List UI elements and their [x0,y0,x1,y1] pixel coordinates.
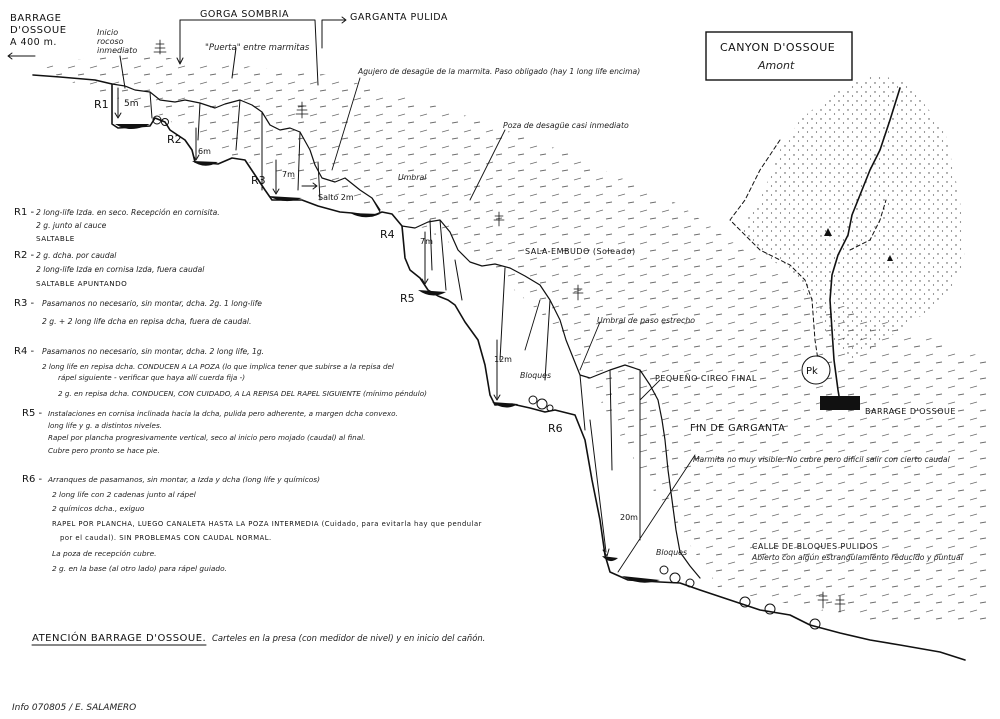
rappel-id-r4: R4 [380,228,395,241]
note-r6-line-7: 2 g. en la base (al otro lado) para rápe… [52,564,227,573]
atencion-label: ATENCIÓN BARRAGE D'OSSOUE. [32,631,206,644]
leader-lines [331,77,696,573]
pools [115,124,660,583]
agujero-annotation: Agujero de desagüe de la marmita. Paso o… [357,67,640,76]
inicio-label-2: rocoso [97,37,124,46]
barrage-label-1: BARRAGE [10,13,61,24]
note-r5-line-2: long life y g. a distintos niveles. [48,421,162,430]
note-code-r6: R6 - [22,474,42,485]
header-brackets [7,16,347,89]
fin-garganta-annotation: FIN DE GARGANTA [690,423,785,434]
note-r5-line-4: Cubre pero pronto se hace pie. [48,446,160,455]
sala-embudo-annotation: SALA-EMBUDO (Soleado) [525,247,636,256]
bloques-1-annotation: Bloques [520,371,551,380]
marmita-annotation: Marmita no muy visible. No cubre pero di… [693,455,951,464]
terrain-hatching [40,55,990,620]
note-code-r1: R1 - [14,207,34,218]
gorga-sombria-label: GORGA SOMBRIA [200,9,289,20]
umbral-annotation: Umbral [398,173,427,182]
note-r3-line-2: 2 g. + 2 long life dcha en repisa dcha, … [42,317,251,326]
barrage-map-label: BARRAGE D'OSSOUE [865,407,956,416]
tree-icons [153,39,846,613]
rappel-labels: R1 5m R2 6m R3 7m R4 7m R5 R6 12m 20m Sa… [94,98,638,522]
note-r6-line-3: 2 químicos dcha., exiguo [52,504,145,513]
rappel-notes: R1 - 2 long-life Izda. en seco. Recepció… [14,207,482,573]
note-r4-line-1: Pasamanos no necesario, sin montar, dcha… [42,347,264,356]
info-credit: Info 070805 / E. SALAMERO [12,703,136,713]
note-code-r3: R3 - [14,298,34,309]
note-r5-line-1: Instalaciones en cornisa inclinada hacia… [48,409,398,418]
rappel-id-r2: R2 [167,133,182,146]
note-code-r2: R2 - [14,250,34,261]
barrage-label-3: A 400 m. [10,37,57,48]
pequeno-circo-annotation: PEQUEÑO CIRCO FINAL [655,373,757,383]
note-r2-line-2: 2 long-life Izda en cornisa Izda, fuera … [36,265,205,274]
umbral-estrecho-annotation: Umbral de paso estrecho [597,316,695,325]
map-title: CANYON D'OSSOUE [720,41,835,54]
location-map [729,75,965,410]
rappel-id-r1: R1 [94,98,109,111]
rappel-height-r1: 5m [124,99,139,109]
calle-annotation-1: CALLE DE BLOQUES PULIDOS [752,542,878,551]
rappel-arrows [114,87,610,557]
salto-label: Salto 2m [318,193,354,202]
rappel-height-r3: 7m [282,170,295,179]
rappel-height-r4: 7m [420,237,433,246]
inicio-label-1: Inicio [97,28,118,37]
note-r2-line-1: 2 g. dcha. por caudal [36,251,117,260]
header-text: BARRAGE D'OSSOUE A 400 m. Inicio rocoso … [10,9,448,55]
rappel-height-r2: 6m [198,147,211,156]
dam-icon [820,396,860,410]
annotations: Agujero de desagüe de la marmita. Paso o… [357,67,964,562]
note-code-r4: R4 - [14,346,34,357]
note-r6-line-1: Arranques de pasamanos, sin montar, a Iz… [47,475,320,484]
rappel-id-r5: R5 [400,292,415,305]
title-box [705,31,853,81]
note-r4-line-4: 2 g. en repisa dcha. CONDUCEN, CON CUIDA… [58,389,427,398]
note-r1-line-2: 2 g. junto al cauce [36,221,107,230]
note-r6-line-6: La poza de recepción cubre. [52,549,157,558]
garganta-pulida-label: GARGANTA PULIDA [350,12,448,23]
inicio-label-3: inmediato [97,46,137,55]
note-r1-line-1: 2 long-life Izda. en seco. Recepción en … [36,208,220,217]
note-r2-line-3: SALTABLE APUNTANDO [36,279,127,288]
note-r4-line-2: 2 long life en repisa dcha. CONDUCEN A L… [42,362,394,371]
note-r6-line-2: 2 long life con 2 cadenas junto al rápel [52,490,197,499]
note-r4-line-3: rápel siguiente - verificar que haya all… [58,373,245,382]
rappel-height-r6b: 20m [620,513,638,522]
note-r5-line-3: Rapel por plancha progresivamente vertic… [48,433,365,442]
title-text: CANYON D'OSSOUE Amont [720,41,835,72]
bloques-2-annotation: Bloques [656,548,687,557]
note-code-r5: R5 - [22,408,42,419]
note-r1-line-3: SALTABLE [36,234,75,243]
map-subtitle: Amont [757,59,795,72]
footer: ATENCIÓN BARRAGE D'OSSOUE. Carteles en l… [12,631,485,713]
boulders [152,115,821,630]
atencion-detail: Carteles en la presa (con medidor de niv… [212,633,485,643]
poza-desague-annotation: Poza de desagüe casi inmediato [503,121,629,130]
calle-annotation-2: Abierto con algún estrangulamiento reduc… [751,553,964,562]
rappel-id-r6: R6 [548,422,563,435]
rappel-id-r3: R3 [251,174,266,187]
barrage-label-2: D'OSSOUE [10,25,67,36]
puerta-marmitas-label: "Puerta" entre marmitas [205,43,310,53]
rappel-height-r6: 12m [494,355,512,364]
note-r3-line-1: Pasamanos no necesario, sin montar, dcha… [42,299,262,308]
parking-label: Pk [806,366,818,377]
note-r6-line-5: por el caudal). SIN PROBLEMAS CON CAUDAL… [60,534,272,542]
note-r6-line-4: RAPEL POR PLANCHA, LUEGO CANALETA HASTA … [52,520,482,528]
